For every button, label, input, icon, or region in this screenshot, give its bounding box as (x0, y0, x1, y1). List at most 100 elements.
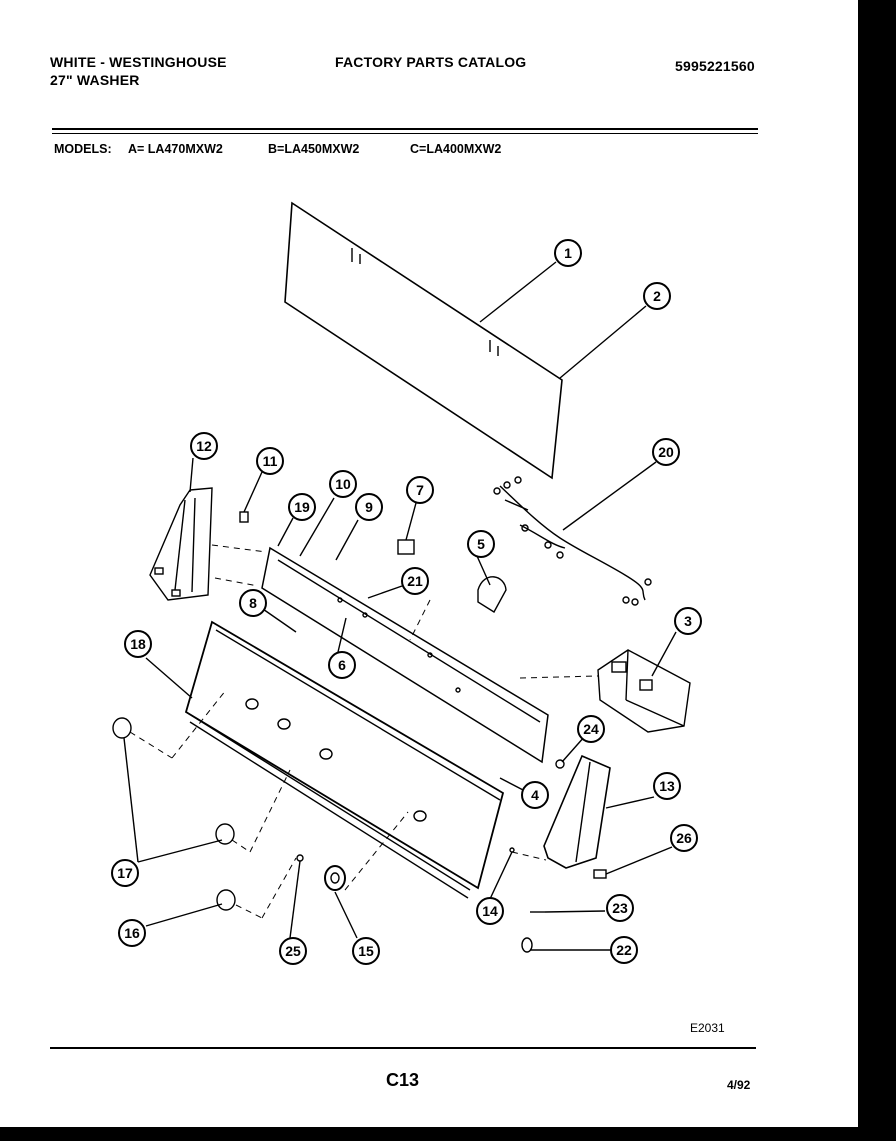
clip-24-drawing (555, 759, 565, 769)
models-label: MODELS: (54, 142, 112, 156)
callout-label: 21 (407, 573, 423, 589)
callout-label: 12 (196, 438, 212, 454)
header-rule-thin (52, 133, 758, 134)
model-a: A= LA470MXW2 (128, 142, 223, 156)
callout-label: 26 (676, 830, 692, 846)
scan-border-right (858, 0, 896, 1141)
callout-label: 20 (658, 444, 674, 460)
callout-circle (606, 894, 634, 922)
callout-circle (256, 447, 284, 475)
selector-drawing (477, 576, 507, 613)
callout-circle (554, 239, 582, 267)
callout-label: 13 (659, 778, 675, 794)
page-code: C13 (386, 1070, 420, 1090)
callout-circle (111, 859, 139, 887)
screw-14-drawing (509, 847, 515, 853)
callout-circle (190, 432, 218, 460)
alignment-dashes (129, 544, 599, 919)
diagram-code: E2031 (690, 1021, 725, 1035)
callout-circle (577, 715, 605, 743)
switch-drawing (397, 539, 415, 555)
callout-label: 2 (653, 288, 661, 304)
callout-circle (401, 567, 429, 595)
callout-label: 1 (564, 245, 572, 261)
callout-circle (674, 607, 702, 635)
callout-circle (670, 824, 698, 852)
callout-circle (643, 282, 671, 310)
callout-20: 20 (652, 438, 680, 466)
callout-label: 14 (482, 903, 498, 919)
model-c: C=LA400MXW2 (410, 142, 502, 156)
callout-circle (279, 937, 307, 965)
callout-6: 6 (328, 651, 356, 679)
callout-circle (352, 937, 380, 965)
callout-1: 1 (554, 239, 582, 267)
callout-12: 12 (190, 432, 218, 460)
clip-11-drawing (239, 511, 249, 523)
clip-22-drawing (521, 937, 533, 953)
callout-label: 6 (338, 657, 346, 673)
callout-label: 24 (583, 721, 599, 737)
callout-label: 4 (531, 787, 539, 803)
callout-25: 25 (279, 937, 307, 965)
catalog-title: FACTORY PARTS CATALOG (335, 54, 527, 70)
callout-22: 22 (610, 936, 638, 964)
callout-circle (329, 470, 357, 498)
callout-label: 11 (263, 453, 278, 469)
callout-3: 3 (674, 607, 702, 635)
console-panel-drawing (184, 620, 505, 890)
callout-label: 15 (358, 943, 374, 959)
callout-circle (118, 919, 146, 947)
header-brand-block: WHITE - WESTINGHOUSE 27" WASHER (50, 53, 227, 89)
callout-circle (653, 772, 681, 800)
side-cap-drawing (543, 754, 611, 869)
callout-16: 16 (118, 919, 146, 947)
callout-label: 19 (294, 499, 310, 515)
callout-label: 17 (117, 865, 133, 881)
rear-panel-drawing (284, 201, 563, 480)
brand-name: WHITE - WESTINGHOUSE (50, 54, 227, 70)
clip-26-drawing (593, 869, 607, 879)
callout-7: 7 (406, 476, 434, 504)
callout-circle (476, 897, 504, 925)
callout-label: 22 (616, 942, 632, 958)
callout-24: 24 (577, 715, 605, 743)
callout-17: 17 (111, 859, 139, 887)
leader-lines (123, 261, 677, 951)
callout-label: 25 (285, 943, 301, 959)
page-date: 4/92 (727, 1078, 751, 1092)
callout-circle (288, 493, 316, 521)
grommet-drawing (324, 865, 346, 891)
callout-circle (239, 589, 267, 617)
callout-10: 10 (329, 470, 357, 498)
knob-16-drawing (216, 889, 236, 911)
callout-9: 9 (355, 493, 383, 521)
callout-23: 23 (606, 894, 634, 922)
callout-label: 10 (335, 476, 351, 492)
product-name: 27" WASHER (50, 72, 140, 88)
callout-circle (467, 530, 495, 558)
scan-border-bottom (0, 1127, 896, 1141)
knob-17b-drawing (215, 823, 235, 845)
screw-25-drawing (296, 854, 304, 862)
callout-label: 16 (124, 925, 140, 941)
callout-label: 8 (249, 595, 257, 611)
knob-17a-drawing (112, 717, 132, 739)
callout-11: 11 (256, 447, 284, 475)
callout-circle (610, 936, 638, 964)
callout-18: 18 (124, 630, 152, 658)
callout-2: 2 (643, 282, 671, 310)
callout-label: 7 (416, 482, 424, 498)
callout-circle (355, 493, 383, 521)
callout-19: 19 (288, 493, 316, 521)
bracket-drawing (149, 487, 213, 601)
callout-label: 18 (130, 636, 146, 652)
part-number: 5995221560 (675, 58, 755, 74)
part-drawings (112, 201, 691, 953)
callout-15: 15 (352, 937, 380, 965)
wire-harness-drawing (499, 485, 646, 601)
callout-4: 4 (521, 781, 549, 809)
callout-circle (652, 438, 680, 466)
